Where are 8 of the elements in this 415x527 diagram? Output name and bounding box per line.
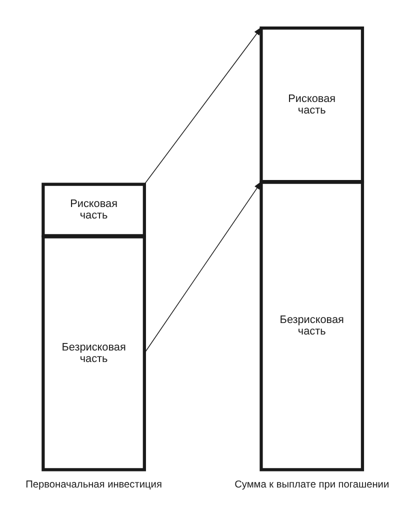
arrow [144,26,262,185]
label: Первоначальная инвестиция [26,480,162,491]
node-box: Безрисковая часть [42,235,146,472]
arrow [144,180,262,354]
node-box: Рисковая часть [42,182,146,238]
node-box: Рисковая часть [260,26,364,184]
node-box: Безрисковая часть [260,180,364,472]
label: Сумма к выплате при погашении [234,480,390,491]
